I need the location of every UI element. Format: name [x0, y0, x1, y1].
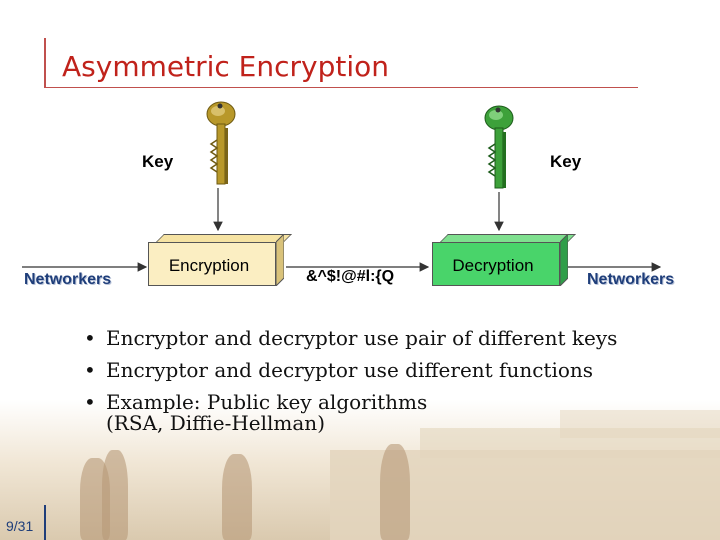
title-accent-line	[44, 38, 46, 88]
bullet-list: Encryptor and decryptor use pair of diff…	[84, 322, 617, 434]
left-key-icon	[206, 101, 236, 185]
input-networkers-label: Networkers	[24, 271, 112, 288]
bullet-item-continuation: (RSA, Diffie-Hellman)	[106, 411, 325, 435]
page-number: 9/31	[6, 518, 34, 534]
encryption-box: Encryption	[148, 234, 292, 290]
bullet-item: Example: Public key algorithms (RSA, Dif…	[84, 386, 617, 434]
decryption-label: Decryption	[452, 256, 534, 275]
ciphertext-label: &^$!@#l:{Q	[306, 268, 395, 285]
encryption-label: Encryption	[168, 256, 250, 275]
right-key-label: Key	[550, 152, 582, 171]
decryption-box: Decryption	[432, 234, 576, 290]
page-number-divider	[44, 505, 46, 540]
page-title: Asymmetric Encryption	[62, 50, 389, 83]
output-networkers-label: Networkers	[587, 271, 675, 288]
bullet-item-text: Example: Public key algorithms	[106, 390, 428, 414]
left-key-label: Key	[142, 152, 174, 171]
bullet-item: Encryptor and decryptor use pair of diff…	[84, 322, 617, 354]
bullet-item: Encryptor and decryptor use different fu…	[84, 354, 617, 386]
title-underline	[44, 87, 638, 88]
right-key-icon	[484, 105, 514, 189]
flow-arrows	[22, 188, 662, 272]
